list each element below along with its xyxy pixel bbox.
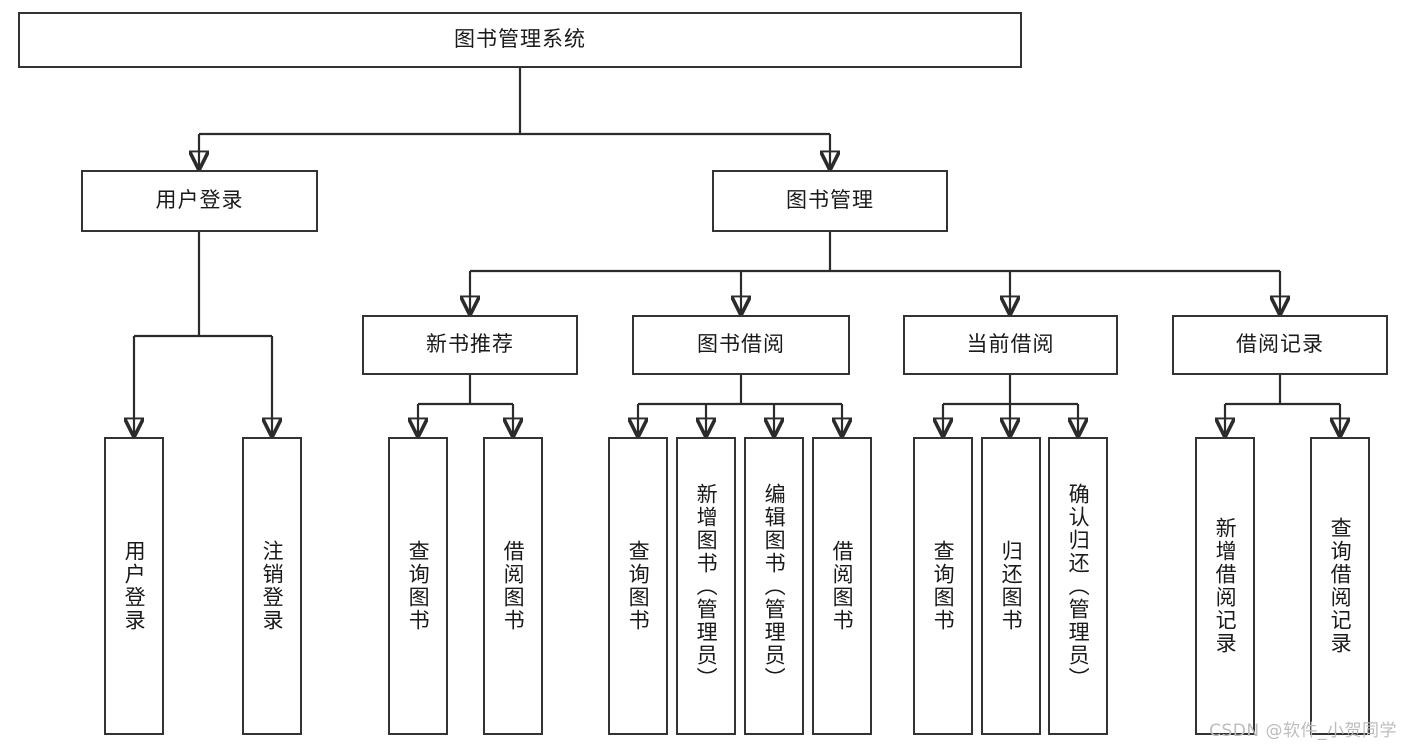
node-leaf-cur-query[interactable]: 查询图书 <box>913 437 973 735</box>
node-leaf-cur-confirm-label: 确认归还（管理员） <box>1066 482 1091 690</box>
node-borrow-record-label: 借阅记录 <box>1236 332 1324 357</box>
node-leaf-user-logout-label: 注销登录 <box>260 540 285 632</box>
node-root[interactable]: 图书管理系统 <box>18 12 1022 68</box>
node-leaf-borrow-edit-label: 编辑图书（管理员） <box>762 482 787 690</box>
node-leaf-cur-confirm[interactable]: 确认归还（管理员） <box>1048 437 1108 735</box>
node-current-borrow[interactable]: 当前借阅 <box>903 315 1118 375</box>
node-book-manage-label: 图书管理 <box>786 188 874 213</box>
node-new-book-rec[interactable]: 新书推荐 <box>362 315 578 375</box>
node-new-book-rec-label: 新书推荐 <box>426 332 514 357</box>
node-leaf-borrow-add[interactable]: 新增图书（管理员） <box>676 437 736 735</box>
node-leaf-user-login-label: 用户登录 <box>122 540 147 632</box>
node-leaf-borrow-edit[interactable]: 编辑图书（管理员） <box>744 437 804 735</box>
node-leaf-rec-borrow-label: 借阅图书 <box>501 540 526 632</box>
node-user-login[interactable]: 用户登录 <box>81 170 318 232</box>
node-leaf-user-logout[interactable]: 注销登录 <box>242 437 302 735</box>
node-leaf-rec-search[interactable]: 查询借阅记录 <box>1310 437 1370 735</box>
node-book-manage[interactable]: 图书管理 <box>712 170 948 232</box>
node-leaf-rec-search-label: 查询借阅记录 <box>1328 517 1353 655</box>
node-leaf-rec-query[interactable]: 查询图书 <box>388 437 448 735</box>
watermark: CSDN @软件_小贺同学 <box>1209 721 1397 741</box>
node-current-borrow-label: 当前借阅 <box>966 332 1055 357</box>
node-leaf-cur-return[interactable]: 归还图书 <box>981 437 1041 735</box>
node-leaf-user-login[interactable]: 用户登录 <box>104 437 164 735</box>
node-user-login-label: 用户登录 <box>155 188 244 213</box>
node-root-label: 图书管理系统 <box>454 27 586 52</box>
node-leaf-borrow-query[interactable]: 查询图书 <box>608 437 668 735</box>
node-leaf-rec-borrow[interactable]: 借阅图书 <box>483 437 543 735</box>
node-borrow-record[interactable]: 借阅记录 <box>1172 315 1388 375</box>
node-leaf-rec-add-label: 新增借阅记录 <box>1213 517 1238 655</box>
node-leaf-cur-return-label: 归还图书 <box>999 540 1024 632</box>
node-leaf-borrow-book[interactable]: 借阅图书 <box>812 437 872 735</box>
node-book-borrow-label: 图书借阅 <box>697 332 785 357</box>
node-leaf-borrow-query-label: 查询图书 <box>626 540 651 632</box>
node-leaf-rec-add[interactable]: 新增借阅记录 <box>1195 437 1255 735</box>
node-leaf-rec-query-label: 查询图书 <box>406 540 431 632</box>
node-leaf-borrow-book-label: 借阅图书 <box>830 540 855 632</box>
node-leaf-cur-query-label: 查询图书 <box>931 540 956 632</box>
node-leaf-borrow-add-label: 新增图书（管理员） <box>694 482 719 690</box>
node-book-borrow[interactable]: 图书借阅 <box>632 315 850 375</box>
